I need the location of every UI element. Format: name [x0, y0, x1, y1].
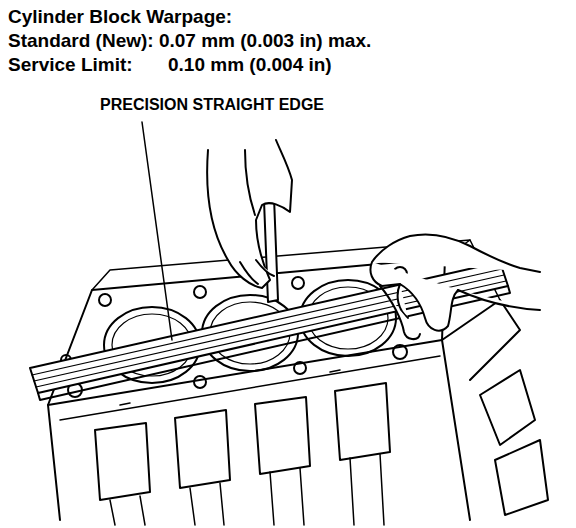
part-name: PRECISION STRAIGHT EDGE: [100, 96, 324, 114]
spec-value: 0.10 mm (0.004 in): [168, 54, 332, 76]
spec-label: Service Limit:: [8, 54, 133, 76]
spec-line: Standard (New): 0.07 mm (0.003 in) max.: [8, 30, 371, 52]
heading: Cylinder Block Warpage:: [8, 6, 232, 28]
hand: [207, 140, 292, 288]
leader-line: [142, 122, 172, 340]
hand: [370, 234, 540, 339]
